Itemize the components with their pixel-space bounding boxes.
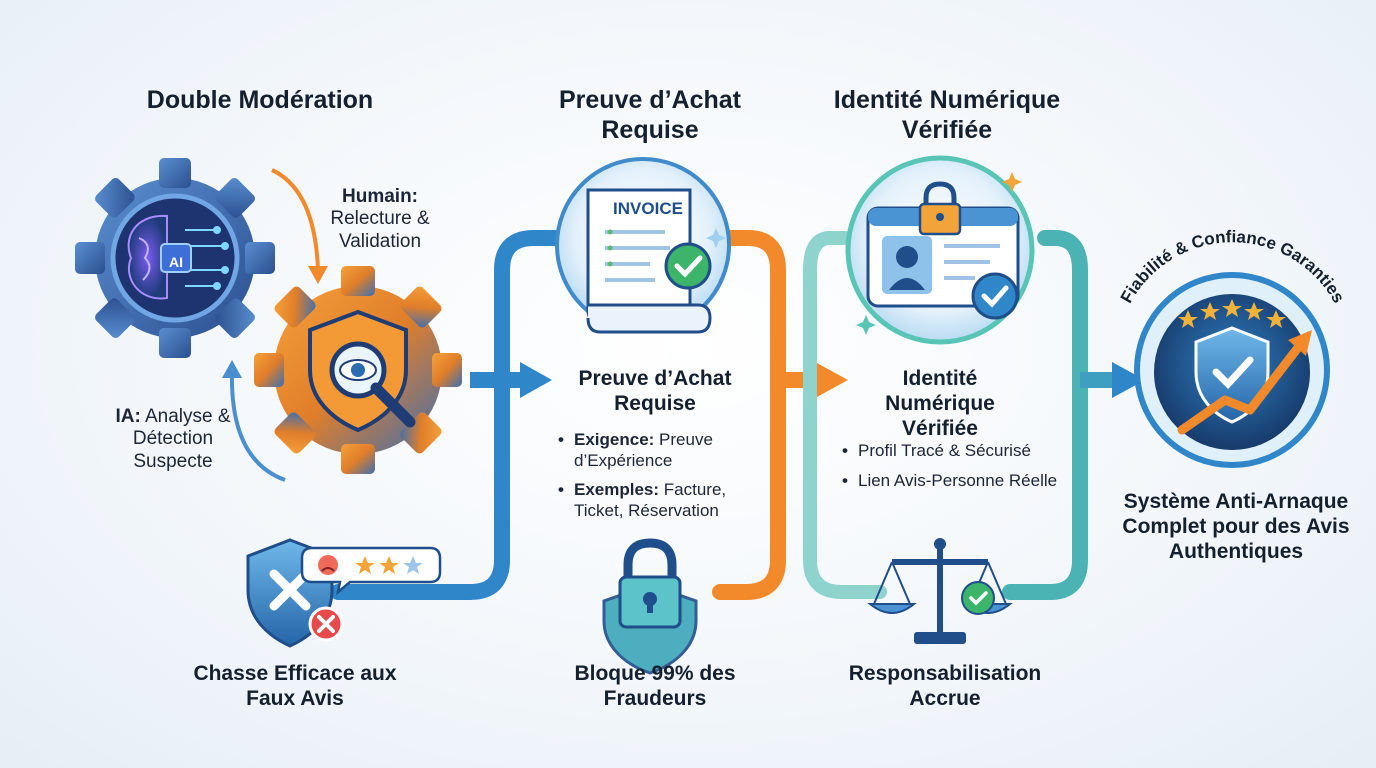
connector-orange: [712, 230, 786, 600]
cycle-arrow-bottom-head: [222, 360, 242, 378]
section2-bullets: Exigence: Preuve d’Expérience Exemples: …: [558, 430, 758, 531]
connector-teal-right: [1002, 230, 1088, 600]
invoice-label: INVOICE: [613, 199, 683, 218]
list-item: Exemples: Facture, Ticket, Réservation: [558, 480, 758, 521]
connector-teal: [803, 231, 887, 599]
section2-footer: Bloque 99% des Fraudeurs: [574, 662, 736, 710]
invoice-icon: [586, 188, 712, 334]
rating-bubble-icon: [300, 546, 442, 596]
ai-label: IA:: [115, 406, 141, 427]
ai-caption: IA: Analyse & Détection Suspecte: [98, 406, 248, 473]
section1-footer: Chasse Efficace aux Faux Avis: [193, 662, 397, 710]
arrow-head-teal: [1112, 362, 1145, 398]
section1-title: Double Modération: [146, 86, 374, 114]
arrow-head-orange: [815, 362, 848, 398]
section2-title: Preuve d’Achat Requise: [558, 86, 741, 144]
section4-footer: Système Anti-Arnaque Complet pour des Av…: [1122, 490, 1350, 563]
section3-footer: Responsabilisation Accrue: [848, 662, 1042, 710]
human-caption: Humain: Relecture & Validation: [300, 186, 460, 253]
trust-shield-icon: [1177, 299, 1312, 435]
ai-chip-label: AI: [169, 254, 183, 270]
cycle-arrow-top-head: [308, 266, 328, 284]
list-item: Exigence: Preuve d’Expérience: [558, 430, 758, 471]
section2-subtitle: Preuve d’Achat Requise: [578, 367, 732, 415]
ai-text: Analyse & Détection Suspecte: [132, 406, 231, 472]
gear-brain-icon: [75, 158, 275, 358]
human-text: Relecture & Validation: [330, 208, 430, 252]
padlock-icon: [602, 538, 698, 675]
list-item: Lien Avis-Personne Réelle: [842, 471, 1072, 492]
cycle-arrow-top: [271, 168, 320, 271]
sparkle-icon: [706, 228, 726, 248]
scale-icon: [867, 538, 1013, 644]
connector-blue: [330, 230, 568, 600]
arrow-head-blue: [520, 362, 552, 398]
id-card-icon: [866, 181, 1020, 320]
section3-bullets: Profil Tracé & Sécurisé Lien Avis-Person…: [842, 441, 1072, 500]
section3-title: Identité Numérique Vérifiée: [833, 86, 1061, 144]
sparkle-icon: [1002, 172, 1022, 192]
sparkle-icon: [856, 315, 876, 335]
list-item: Profil Tracé & Sécurisé: [842, 441, 1072, 462]
section3-subtitle: Identité Numérique Vérifiée: [885, 367, 995, 440]
cycle-arrow-bottom: [229, 371, 286, 482]
gear-eye-shield-icon: [254, 266, 462, 474]
human-label: Humain:: [342, 186, 418, 207]
